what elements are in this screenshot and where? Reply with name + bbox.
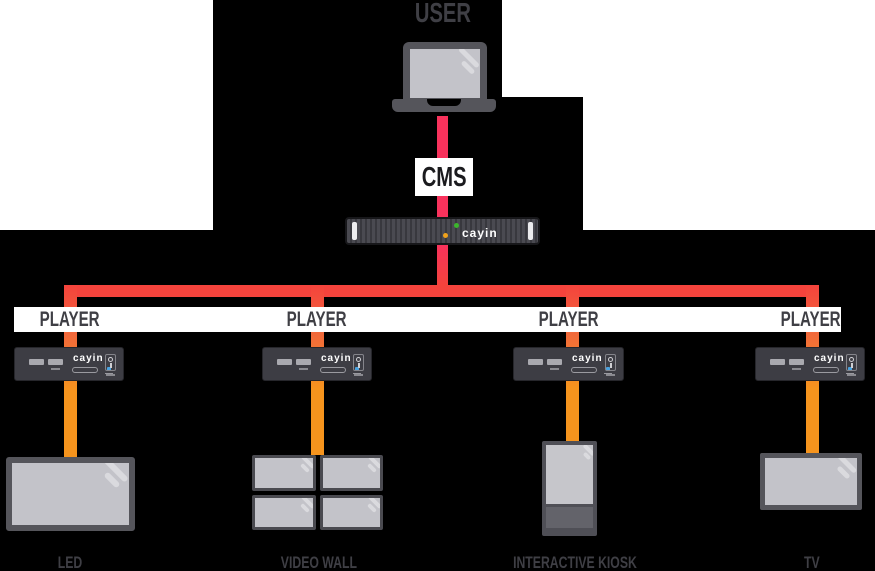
user-label: USER: [414, 0, 471, 28]
power-module: [605, 354, 616, 371]
laptop-screen-glass: [410, 49, 480, 98]
video-wall-panel: [252, 494, 316, 530]
vent-slot-icon: [277, 359, 292, 365]
usb-icon: [848, 367, 852, 371]
player-2-label: PLAYER: [287, 308, 347, 331]
vent-slot-icon: [789, 359, 804, 365]
model-badge: [320, 367, 346, 373]
video-wall-panel: [252, 455, 316, 491]
player-device-1: cayin: [14, 347, 124, 381]
player-band: [14, 307, 841, 332]
vent-slot-icon: [48, 359, 63, 365]
interactive-kiosk-display: [542, 441, 597, 536]
power-module: [846, 354, 857, 371]
server-brand-logo: cayin: [462, 226, 498, 240]
trunk-line: [64, 285, 818, 297]
cms-node: CMS: [415, 158, 473, 196]
usb-icon: [355, 367, 359, 371]
power-module: [105, 354, 116, 371]
kiosk-screen: [546, 445, 593, 504]
power-icon: [849, 357, 854, 362]
slot-underline: [299, 368, 308, 370]
usb-icon: [606, 367, 610, 371]
slot-underline: [792, 368, 801, 370]
usb-underline: [604, 373, 612, 374]
power-module: [353, 354, 364, 371]
led-display: [6, 457, 135, 531]
background-block-mid: [213, 97, 583, 230]
vent-slot-icon: [528, 359, 543, 365]
cms-label: CMS: [421, 161, 467, 192]
usb-underline: [105, 373, 113, 374]
power-bar-icon: [357, 363, 360, 368]
power-bar-icon: [609, 363, 612, 368]
power-underline: [106, 374, 115, 376]
laptop-icon: [403, 42, 487, 100]
laptop-base-icon: [392, 99, 496, 112]
video-wall-display: [252, 455, 383, 530]
interactive-kiosk-label: INTERACTIVE KIOSK: [513, 553, 637, 571]
slot-underline: [550, 368, 559, 370]
vent-slot-icon: [296, 359, 311, 365]
power-underline: [606, 374, 615, 376]
player-brand-logo: cayin: [73, 353, 104, 364]
cms-server-device: cayin: [345, 217, 540, 245]
model-badge: [72, 367, 98, 373]
kiosk-lower-panel: [546, 507, 593, 528]
usb-underline: [846, 373, 854, 374]
power-bar-icon: [850, 363, 853, 368]
tv-label: TV: [804, 553, 820, 571]
orange-led-icon: [443, 233, 448, 238]
tv-display: [760, 453, 862, 510]
model-badge: [571, 367, 597, 373]
video-wall-panel: [319, 494, 383, 530]
player-device-3: cayin: [513, 347, 624, 381]
power-bar-icon: [109, 363, 112, 368]
green-led-icon: [454, 223, 459, 228]
rack-handle-icon: [528, 222, 533, 240]
player-brand-logo: cayin: [321, 353, 352, 364]
vent-slot-icon: [770, 359, 785, 365]
player-device-2: cayin: [262, 347, 372, 381]
player-3-label: PLAYER: [539, 308, 599, 331]
usb-icon: [107, 367, 111, 371]
link-server-to-trunk: [437, 245, 448, 285]
power-icon: [108, 357, 113, 362]
power-underline: [354, 374, 363, 376]
player-brand-logo: cayin: [572, 353, 603, 364]
player-1-label: PLAYER: [40, 308, 100, 331]
power-icon: [608, 357, 613, 362]
video-wall-panel: [319, 455, 383, 491]
player-brand-logo: cayin: [814, 353, 845, 364]
led-label: LED: [57, 553, 83, 571]
laptop-notch: [427, 99, 461, 106]
slot-underline: [51, 368, 60, 370]
player-4-label: PLAYER: [781, 308, 841, 331]
rack-handle-icon: [352, 222, 357, 240]
vent-slot-icon: [29, 359, 44, 365]
vent-slot-icon: [547, 359, 562, 365]
power-underline: [847, 374, 856, 376]
player-device-4: cayin: [755, 347, 865, 381]
video-wall-label: VIDEO WALL: [280, 553, 358, 571]
power-icon: [356, 357, 361, 362]
model-badge: [813, 367, 839, 373]
usb-underline: [353, 373, 361, 374]
